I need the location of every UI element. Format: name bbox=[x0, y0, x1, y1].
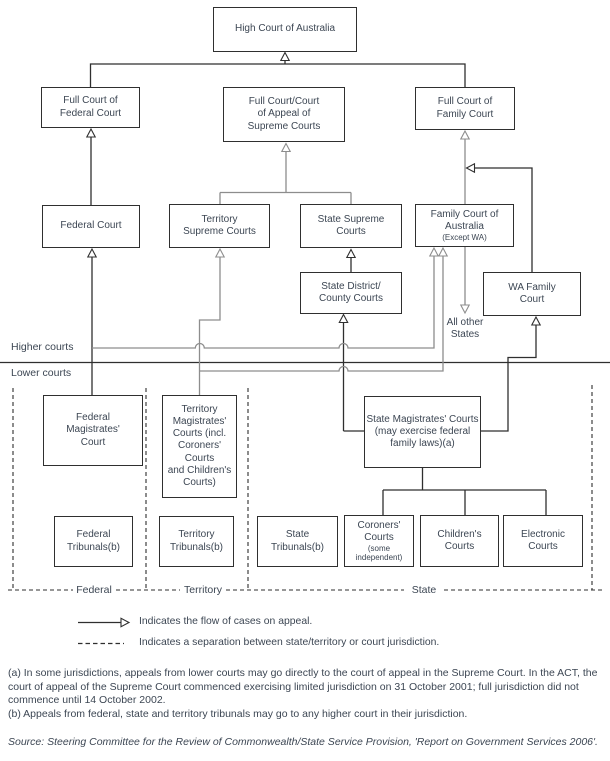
box-federal-court: Federal Court bbox=[42, 205, 140, 248]
box-territory-tribunals-label: Territory Tribunals(b) bbox=[170, 529, 223, 553]
box-full-court-family: Full Court of Family Court bbox=[415, 87, 515, 130]
legend-arrow-sample-head bbox=[120, 617, 131, 628]
connector-statemag-to-wafamily bbox=[481, 325, 537, 432]
box-full-court-supreme-label: Full Court/Court of Appeal of Supreme Co… bbox=[247, 96, 321, 132]
box-wa-family-court: WA Family Court bbox=[483, 272, 581, 316]
arrowhead-into-wafamily bbox=[530, 315, 542, 326]
box-childrens-courts: Children's Courts bbox=[420, 515, 499, 567]
box-territory-supreme-courts-label: Territory Supreme Courts bbox=[183, 213, 256, 237]
box-federal-magistrates-court: Federal Magistrates' Court bbox=[43, 395, 143, 466]
box-state-supreme-courts-label: State Supreme Courts bbox=[317, 213, 385, 237]
box-federal-tribunals-label: Federal Tribunals(b) bbox=[67, 529, 120, 553]
arrowheads-dark bbox=[85, 51, 542, 326]
connector-higher-courts-bus bbox=[92, 256, 435, 349]
connector-top-bus bbox=[89, 60, 466, 87]
arrowhead-into-fullsupreme bbox=[280, 142, 292, 153]
legend-dashed-text: Indicates a separation between state/ter… bbox=[139, 637, 440, 648]
connector-lower-courts-bus bbox=[199, 256, 444, 372]
arrowhead-into-highcourt bbox=[279, 51, 291, 62]
arrowhead-higherbus-into-familyaus bbox=[428, 246, 440, 257]
box-state-district-county-courts-label: State District/ County Courts bbox=[319, 280, 383, 304]
box-wa-family-court-label: WA Family Court bbox=[508, 281, 556, 305]
source-note: Source: Steering Committee for the Revie… bbox=[8, 736, 598, 748]
arrowhead-wa-join-left bbox=[465, 162, 476, 174]
box-federal-magistrates-court-label: Federal Magistrates' Court bbox=[66, 412, 120, 448]
annotation-all-other-states: All other States bbox=[446, 317, 484, 340]
region-label-territory: Territory bbox=[184, 584, 222, 596]
box-territory-tribunals: Territory Tribunals(b) bbox=[159, 516, 234, 567]
arrowhead-down-allotherstates bbox=[459, 304, 471, 315]
box-state-tribunals: State Tribunals(b) bbox=[257, 516, 338, 567]
box-family-court-australia-sublabel: (Except WA) bbox=[442, 233, 487, 243]
jurisdiction-dashed-separators bbox=[8, 385, 604, 591]
box-coroners-courts-label: Coroners' Courts bbox=[357, 519, 401, 543]
box-childrens-courts-label: Children's Courts bbox=[437, 528, 482, 552]
box-family-court-australia: Family Court of Australia(Except WA) bbox=[415, 204, 514, 247]
box-state-magistrates-courts-label: State Magistrates' Courts (may exercise … bbox=[366, 413, 479, 450]
connector-statemag-to-statedistrict bbox=[342, 322, 364, 432]
arrowhead-into-statesupreme bbox=[345, 248, 357, 259]
box-territory-supreme-courts: Territory Supreme Courts bbox=[169, 204, 270, 248]
footnotes: (a) In some jurisdictions, appeals from … bbox=[8, 667, 603, 721]
box-family-court-australia-label: Family Court of Australia bbox=[430, 208, 499, 232]
box-state-magistrates-courts: State Magistrates' Courts (may exercise … bbox=[364, 396, 481, 468]
zone-label-lower-courts: Lower courts bbox=[11, 367, 72, 379]
box-coroners-courts-sublabel: (some independent) bbox=[355, 544, 403, 563]
arrowhead-into-fullfederal bbox=[85, 127, 97, 138]
connector-territorymag-to-territorysupreme bbox=[198, 257, 221, 395]
region-label-state: State bbox=[411, 584, 437, 596]
connector-statemag-splitter bbox=[382, 468, 547, 515]
arrowhead-into-federalcourt bbox=[86, 247, 98, 258]
box-state-tribunals-label: State Tribunals(b) bbox=[271, 529, 324, 553]
connector-supreme-collector bbox=[219, 151, 352, 204]
zone-label-higher-courts: Higher courts bbox=[11, 341, 74, 353]
arrowhead-lowerbus-into-familyaus bbox=[437, 246, 449, 257]
box-federal-tribunals: Federal Tribunals(b) bbox=[54, 516, 133, 567]
box-electronic-courts-label: Electronic Courts bbox=[521, 528, 565, 552]
box-coroners-courts: Coroners' Courts(some independent) bbox=[344, 515, 414, 567]
box-high-court-label: High Court of Australia bbox=[234, 23, 336, 35]
connector-wafamily-to-fullfamily bbox=[474, 167, 533, 272]
box-state-supreme-courts: State Supreme Courts bbox=[300, 204, 402, 248]
arrowhead-into-territorysupreme bbox=[214, 247, 226, 258]
box-full-court-federal-label: Full Court of Federal Court bbox=[59, 95, 122, 119]
arrowhead-into-fullfamily bbox=[459, 129, 471, 140]
legend-samples bbox=[78, 617, 131, 645]
connector-gray-lines bbox=[92, 139, 466, 395]
box-federal-court-label: Federal Court bbox=[60, 220, 122, 232]
arrowhead-into-statedistrict bbox=[338, 313, 349, 324]
connector-dark-lines bbox=[0, 60, 610, 515]
box-electronic-courts: Electronic Courts bbox=[503, 515, 583, 567]
box-full-court-family-label: Full Court of Family Court bbox=[436, 96, 494, 120]
box-full-court-supreme: Full Court/Court of Appeal of Supreme Co… bbox=[223, 87, 345, 142]
legend-arrow-text: Indicates the flow of cases on appeal. bbox=[139, 616, 313, 627]
box-full-court-federal: Full Court of Federal Court bbox=[41, 87, 140, 128]
box-territory-magistrates-courts-label: Territory Magistrates' Courts (incl. Cor… bbox=[167, 403, 232, 488]
arrowheads-gray bbox=[214, 129, 471, 315]
box-state-district-county-courts: State District/ County Courts bbox=[300, 272, 402, 314]
box-high-court: High Court of Australia bbox=[213, 7, 357, 52]
footnote-a: (a) In some jurisdictions, appeals from … bbox=[8, 667, 598, 707]
footnote-b: (b) Appeals from federal, state and terr… bbox=[8, 707, 468, 720]
region-label-federal: Federal bbox=[76, 584, 112, 596]
box-territory-magistrates-courts: Territory Magistrates' Courts (incl. Cor… bbox=[162, 395, 237, 498]
